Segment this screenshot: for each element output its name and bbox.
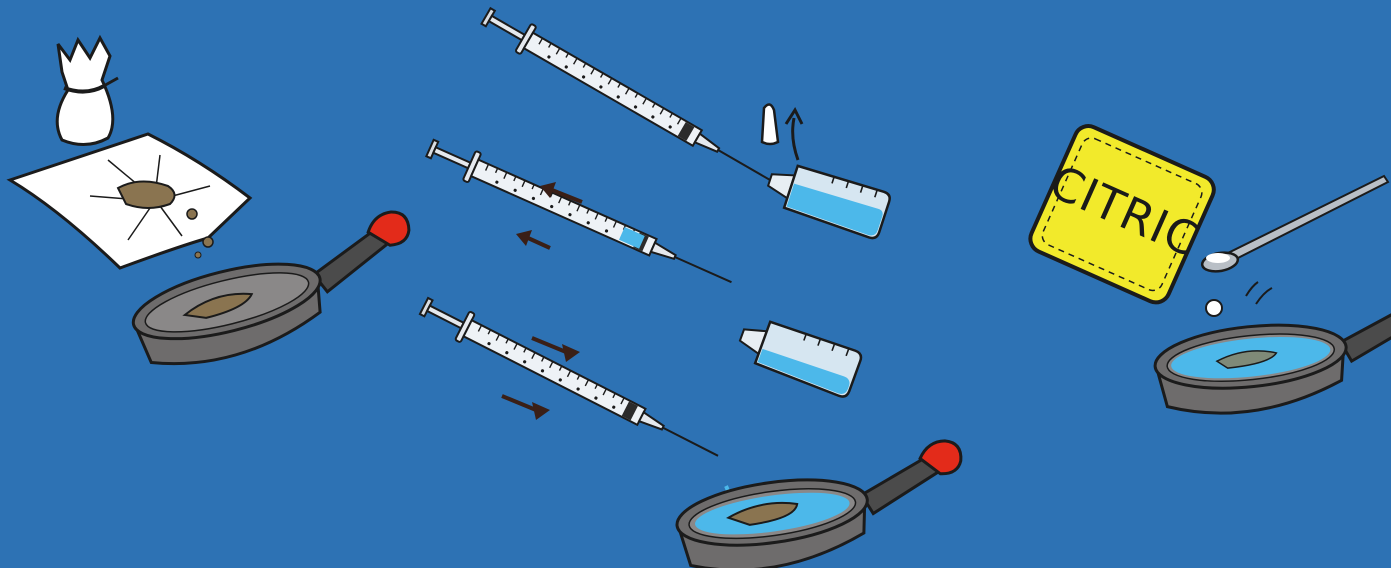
needle-cap-icon	[762, 104, 778, 144]
up-arrow-icon	[786, 110, 802, 160]
frying-pan-icon	[1150, 289, 1391, 420]
water-bottle-icon	[734, 312, 863, 398]
open-wrapper-icon	[10, 134, 250, 268]
step-add-citric: CITRIC	[1023, 121, 1391, 421]
frying-pan-icon	[671, 439, 973, 568]
syringe-icon	[478, 2, 780, 195]
tied-bag-icon	[57, 38, 118, 145]
spoon-icon	[1201, 176, 1388, 274]
water-bottle-icon	[763, 157, 892, 240]
step-empty-bag	[10, 38, 429, 377]
step-water-into-pan	[417, 292, 973, 568]
syringe-icon	[417, 292, 726, 470]
citric-box-icon: CITRIC	[1023, 121, 1222, 309]
syringe-icon	[423, 133, 737, 296]
